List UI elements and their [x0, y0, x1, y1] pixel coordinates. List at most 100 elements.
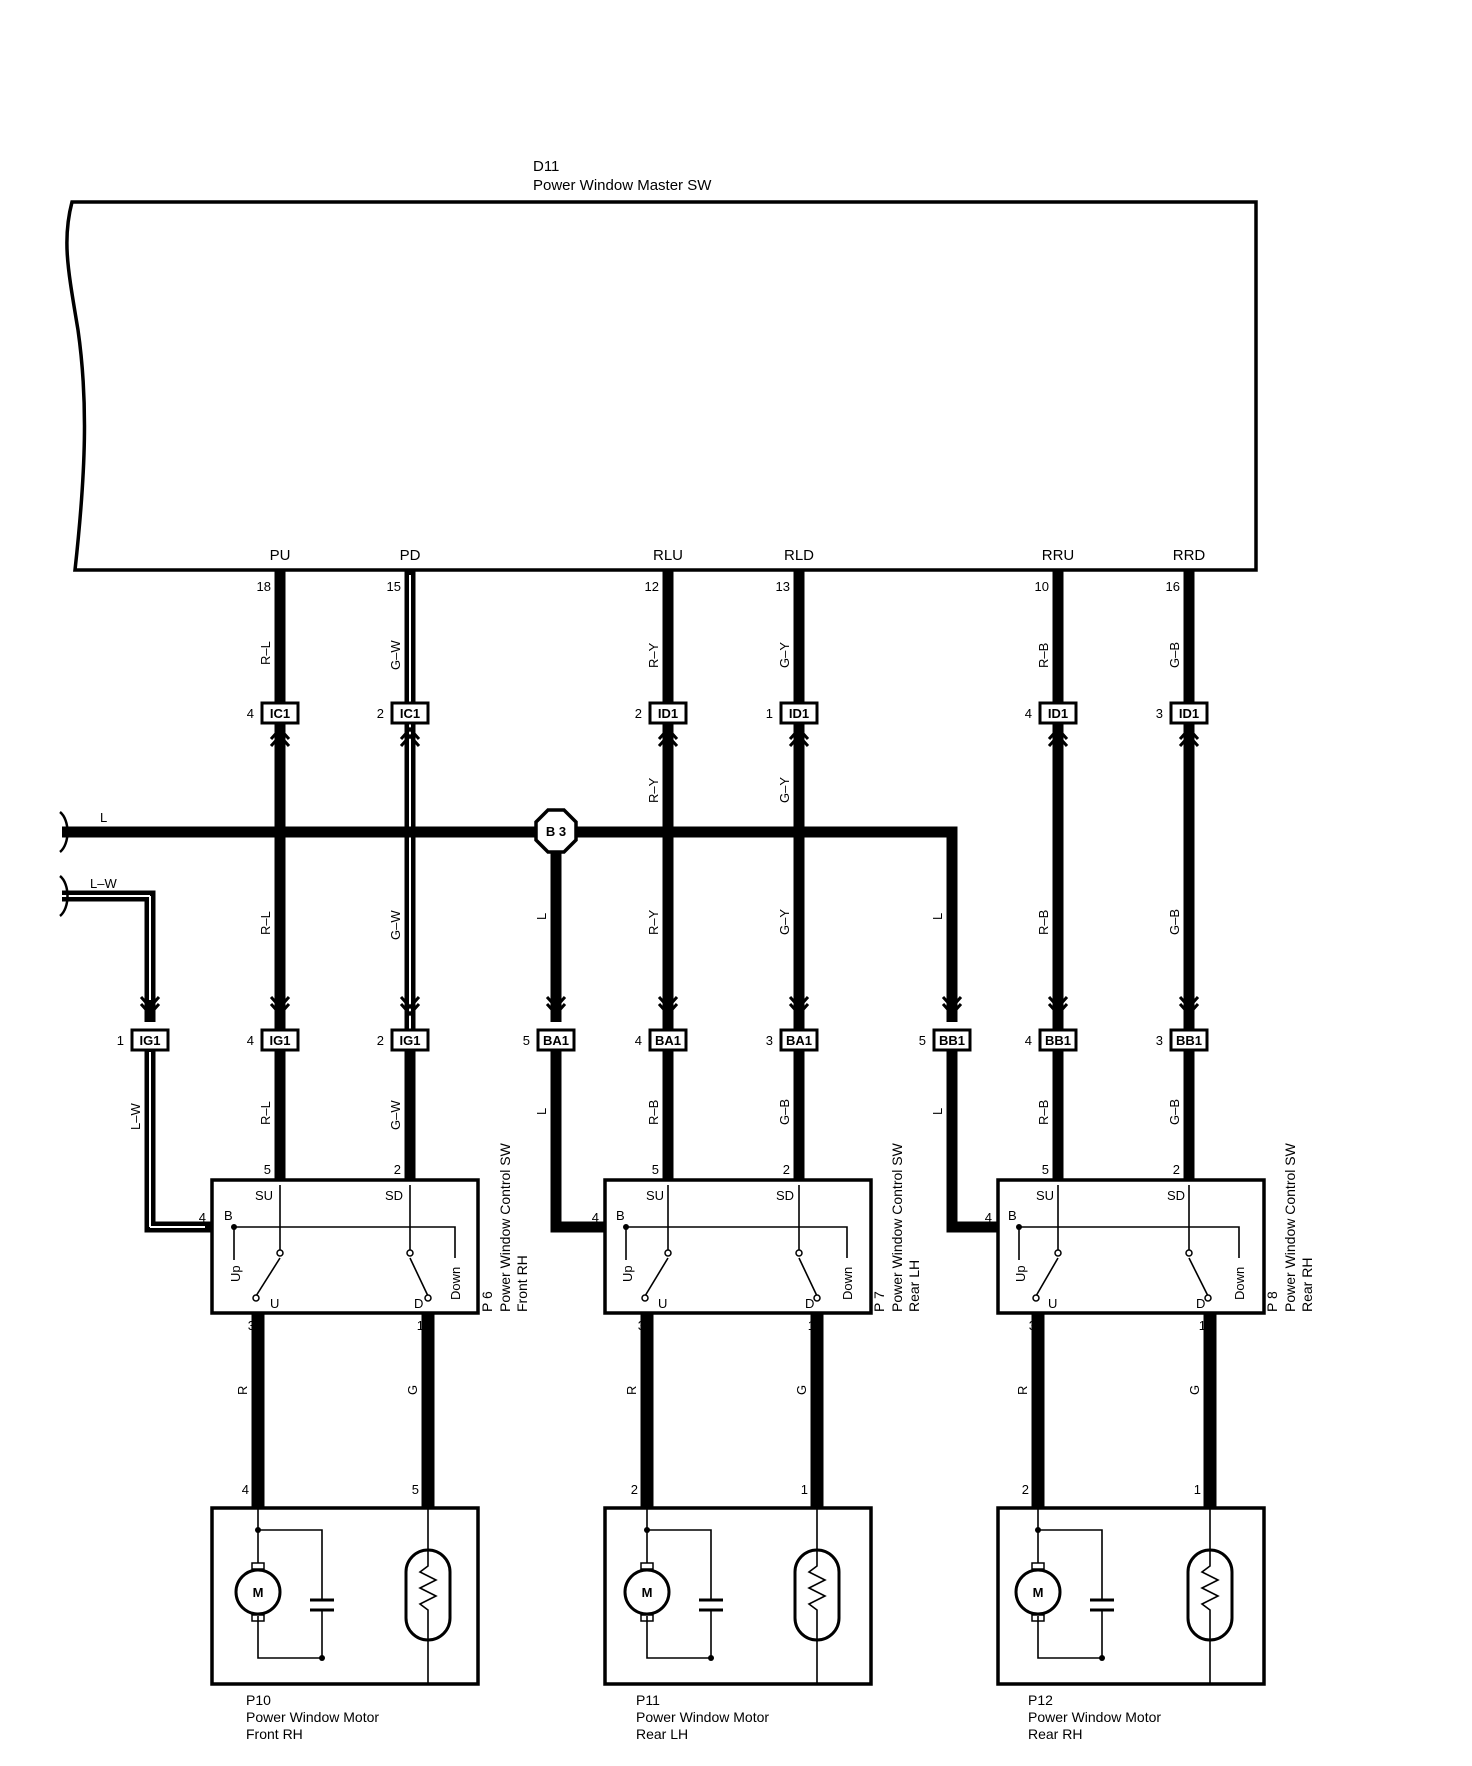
- svg-text:Up: Up: [620, 1265, 635, 1282]
- svg-text:B: B: [1008, 1208, 1017, 1223]
- junction-b3: [534, 808, 578, 854]
- connector-ig1-4: IG1 4: [247, 995, 300, 1052]
- upper-connectors: IC1 4 IC1 2 ID1 2 ID1 1 ID1 4: [247, 701, 1209, 748]
- svg-text:RRU: RRU: [1042, 547, 1075, 564]
- svg-text:3: 3: [766, 1033, 773, 1048]
- svg-text:G: G: [1187, 1385, 1202, 1395]
- bus-l-color: L: [100, 810, 107, 825]
- svg-text:R–B: R–B: [646, 1100, 661, 1125]
- svg-text:PU: PU: [270, 547, 291, 564]
- svg-text:BB1: BB1: [939, 1033, 965, 1048]
- svg-text:SU: SU: [1036, 1188, 1054, 1203]
- svg-text:P 8: P 8: [1264, 1291, 1280, 1312]
- svg-text:1: 1: [766, 706, 773, 721]
- svg-text:RLD: RLD: [784, 547, 814, 564]
- svg-text:L: L: [534, 1108, 549, 1115]
- svg-text:4: 4: [635, 1033, 642, 1048]
- lower-connectors: IG1 1 IG1 4 IG1 2 BA1 5 BA1 4: [117, 995, 1209, 1052]
- svg-text:Front RH: Front RH: [246, 1726, 303, 1742]
- svg-text:ID1: ID1: [789, 706, 809, 721]
- svg-text:4: 4: [199, 1210, 206, 1225]
- svg-text:Power Window Control SW: Power Window Control SW: [889, 1142, 905, 1312]
- svg-text:Power Window Control SW: Power Window Control SW: [1282, 1142, 1298, 1312]
- connector-ic1-b: IC1 2: [377, 701, 430, 748]
- master-terminal-pd: PD 15: [387, 547, 421, 594]
- svg-text:2: 2: [1022, 1482, 1029, 1497]
- wire-l-to-p8: [946, 1050, 998, 1233]
- svg-text:RLU: RLU: [653, 547, 683, 564]
- svg-text:1: 1: [801, 1482, 808, 1497]
- svg-text:U: U: [658, 1296, 667, 1311]
- svg-text:4: 4: [247, 1033, 254, 1048]
- master-terminal-rru: RRU 10: [1035, 547, 1075, 594]
- svg-text:3: 3: [248, 1318, 255, 1333]
- motor-icon: [623, 1568, 671, 1616]
- connector-ig1-1: IG1 1: [117, 995, 170, 1052]
- svg-text:Power Window Motor: Power Window Motor: [246, 1709, 379, 1725]
- master-name: Power Window Master SW: [533, 177, 712, 194]
- svg-text:R–B: R–B: [1036, 1100, 1051, 1125]
- svg-text:5: 5: [264, 1162, 271, 1177]
- svg-text:P 7: P 7: [871, 1291, 887, 1312]
- svg-text:Rear RH: Rear RH: [1299, 1258, 1315, 1312]
- motor-icon: [234, 1568, 282, 1616]
- svg-text:P10: P10: [246, 1692, 271, 1708]
- connector-ba1-5: BA1 5: [523, 995, 576, 1052]
- svg-text:13: 13: [776, 579, 790, 594]
- svg-text:L: L: [930, 1108, 945, 1115]
- svg-text:IG1: IG1: [140, 1033, 161, 1048]
- bus-break-symbol: [59, 811, 69, 853]
- master-terminal-rlu: RLU 12: [645, 547, 683, 594]
- svg-text:ID1: ID1: [658, 706, 678, 721]
- svg-text:D: D: [1196, 1296, 1205, 1311]
- svg-text:IC1: IC1: [270, 706, 290, 721]
- svg-text:10: 10: [1035, 579, 1049, 594]
- svg-text:P12: P12: [1028, 1692, 1053, 1708]
- svg-text:R: R: [235, 1386, 250, 1395]
- svg-text:G–W: G–W: [388, 640, 403, 670]
- svg-text:G–W: G–W: [388, 1100, 403, 1130]
- master-terminal-rrd: RRD 16: [1166, 547, 1206, 594]
- svg-text:M: M: [253, 1585, 264, 1600]
- svg-text:5: 5: [523, 1033, 530, 1048]
- svg-text:IG1: IG1: [400, 1033, 421, 1048]
- connector-id1-b: ID1 1: [766, 701, 819, 748]
- svg-text:G–B: G–B: [1167, 909, 1182, 935]
- connector-ic1-a: IC1 4: [247, 701, 300, 748]
- svg-text:3: 3: [1156, 1033, 1163, 1048]
- svg-text:4: 4: [247, 706, 254, 721]
- motor-icon: [1014, 1568, 1062, 1616]
- connector-id1-c: ID1 4: [1025, 701, 1078, 748]
- svg-text:2: 2: [394, 1162, 401, 1177]
- switch-contact-up: [255, 1257, 281, 1297]
- svg-text:R–Y: R–Y: [646, 909, 661, 935]
- svg-text:P11: P11: [636, 1692, 660, 1708]
- master-outline: [65, 200, 1258, 572]
- svg-text:2: 2: [377, 1033, 384, 1048]
- svg-text:2: 2: [631, 1482, 638, 1497]
- control-switch-p7: 5 2 4 3 1 SU SD B U D Up Down P 7 Power …: [592, 1142, 922, 1333]
- wire-l-to-p7: [550, 1050, 605, 1233]
- power-bus: L B 3 L–W: [59, 808, 958, 1022]
- svg-text:1: 1: [417, 1318, 424, 1333]
- svg-text:R: R: [1015, 1386, 1030, 1395]
- svg-text:1: 1: [117, 1033, 124, 1048]
- master-terminal-pu: PU 18: [257, 547, 291, 594]
- motor-wires: R G R G R G: [235, 1313, 1217, 1508]
- svg-text:U: U: [1048, 1296, 1057, 1311]
- bus-lw: [62, 890, 156, 1022]
- svg-text:1: 1: [1194, 1482, 1201, 1497]
- svg-text:2: 2: [377, 706, 384, 721]
- svg-text:Power Window Motor: Power Window Motor: [1028, 1709, 1161, 1725]
- svg-text:G: G: [405, 1385, 420, 1395]
- svg-text:L–W: L–W: [128, 1103, 143, 1130]
- svg-text:Power Window Control SW: Power Window Control SW: [497, 1142, 513, 1312]
- svg-text:PD: PD: [400, 547, 421, 564]
- svg-text:R: R: [624, 1386, 639, 1395]
- svg-text:5: 5: [919, 1033, 926, 1048]
- svg-text:4: 4: [242, 1482, 249, 1497]
- svg-text:BB1: BB1: [1045, 1033, 1071, 1048]
- svg-text:G: G: [794, 1385, 809, 1395]
- svg-text:1: 1: [1199, 1318, 1206, 1333]
